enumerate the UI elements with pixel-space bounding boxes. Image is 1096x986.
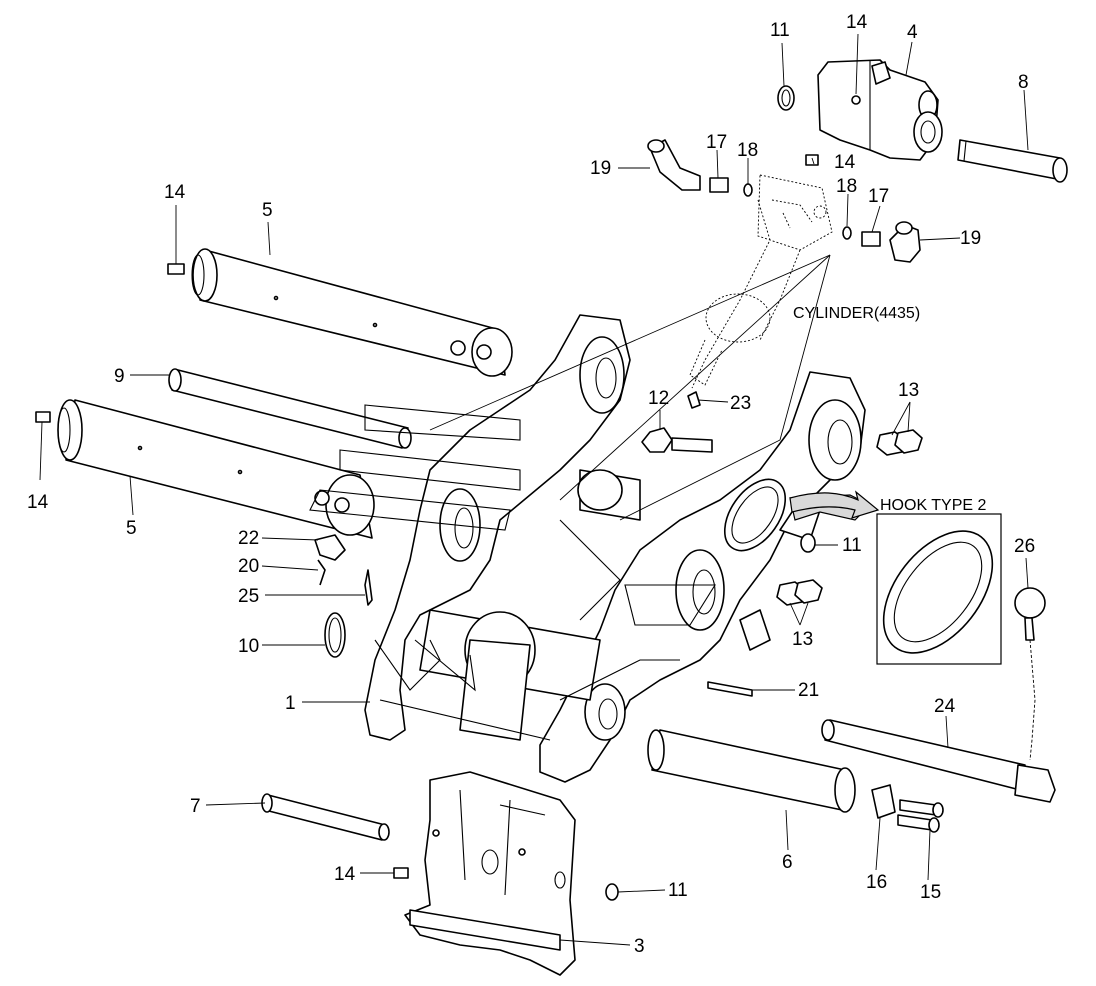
part-13-nuts-bottom [776, 579, 823, 606]
callout-15: 15 [920, 882, 941, 903]
callout-1: 1 [285, 693, 296, 714]
callout-8: 8 [1018, 72, 1029, 93]
part-1-hook-body [364, 314, 866, 783]
callout-14-top: 14 [846, 12, 868, 33]
part-21-pin [707, 681, 753, 697]
callout-18-right: 18 [836, 176, 857, 197]
part-26-pull-ring [1014, 587, 1046, 761]
part-6-pin [647, 729, 856, 813]
callout-17-left: 17 [706, 132, 727, 153]
part-11-ring-mid [800, 533, 816, 553]
cylinder-outline [689, 174, 833, 389]
part-23-nipple [687, 391, 701, 409]
callout-5-lower: 5 [126, 518, 137, 539]
hook-type-2-label: HOOK TYPE 2 [880, 497, 987, 514]
callout-25: 25 [238, 586, 259, 607]
callout-17-right: 17 [868, 186, 889, 207]
callout-5-upper: 5 [262, 200, 273, 221]
hook-type-2-inset [789, 494, 1002, 665]
callout-19-right: 19 [960, 228, 981, 249]
callout-20: 20 [238, 556, 259, 577]
callout-14-jaw: 14 [334, 864, 356, 885]
daewoo-badge-small [723, 478, 787, 552]
part-14-grease-pin5b [35, 411, 51, 423]
part-14-grease-top [805, 154, 819, 166]
callout-4: 4 [907, 22, 918, 43]
callout-14-pin5: 14 [164, 182, 186, 203]
part-20-spring [317, 559, 326, 586]
callout-14-cyl: 14 [834, 152, 856, 173]
part-19-elbow-left [647, 139, 701, 191]
part-15-bolts [897, 799, 944, 833]
callout-11-mid: 11 [842, 535, 862, 556]
part-14-grease-pin5 [167, 263, 185, 275]
hook-type-arrow [789, 490, 880, 519]
part-3-jaw [404, 771, 576, 976]
part-16-plate [871, 784, 896, 819]
part-14-grease-jaw [393, 867, 409, 879]
part-25-clip [364, 569, 373, 606]
callout-26: 26 [1014, 536, 1035, 557]
part-18-oring-left [743, 183, 753, 197]
part-10-ring [324, 612, 346, 658]
part-13-nuts-top [876, 429, 923, 456]
callout-11-bottom: 11 [668, 880, 688, 901]
callout-9: 9 [114, 366, 125, 387]
part-12-bolt [641, 427, 713, 453]
callout-19-left: 19 [590, 158, 611, 179]
callout-18-left: 18 [737, 140, 758, 161]
part-18-oring-right [842, 226, 852, 240]
callout-13-top: 13 [898, 380, 919, 401]
part-7-pin [261, 793, 390, 841]
callout-6: 6 [782, 852, 793, 873]
part-17-adapter-left [709, 177, 729, 193]
part-22-plate [314, 534, 346, 561]
callout-3: 3 [634, 936, 645, 957]
leader-lines [39, 33, 1029, 946]
cylinder-label: CYLINDER(4435) [793, 305, 920, 322]
callout-12: 12 [648, 388, 669, 409]
callout-13-bottom: 13 [792, 629, 813, 650]
part-4-bracket [817, 59, 943, 161]
part-11-ring-bottom [605, 883, 619, 901]
part-5-pin-upper [191, 248, 513, 377]
direction-arrows [309, 404, 716, 692]
part-8-pin [957, 139, 1068, 183]
callout-10: 10 [238, 636, 259, 657]
callout-22: 22 [238, 528, 259, 549]
callout-labels: 11 14 4 8 17 18 19 14 18 17 19 14 5 9 14… [27, 12, 1035, 957]
callout-23: 23 [730, 393, 751, 414]
callout-21: 21 [798, 680, 819, 701]
part-19-elbow-right [889, 221, 921, 263]
part-17-adapter-right [861, 231, 881, 247]
part-5-pin-lower [57, 399, 375, 539]
callout-16: 16 [866, 872, 887, 893]
callout-7: 7 [190, 796, 201, 817]
callout-14-pin5b: 14 [27, 492, 49, 513]
part-11-ring-top [777, 85, 795, 111]
callout-24: 24 [934, 696, 956, 717]
part-24-lock-pin [821, 719, 1056, 803]
callout-11-top: 11 [770, 20, 790, 41]
